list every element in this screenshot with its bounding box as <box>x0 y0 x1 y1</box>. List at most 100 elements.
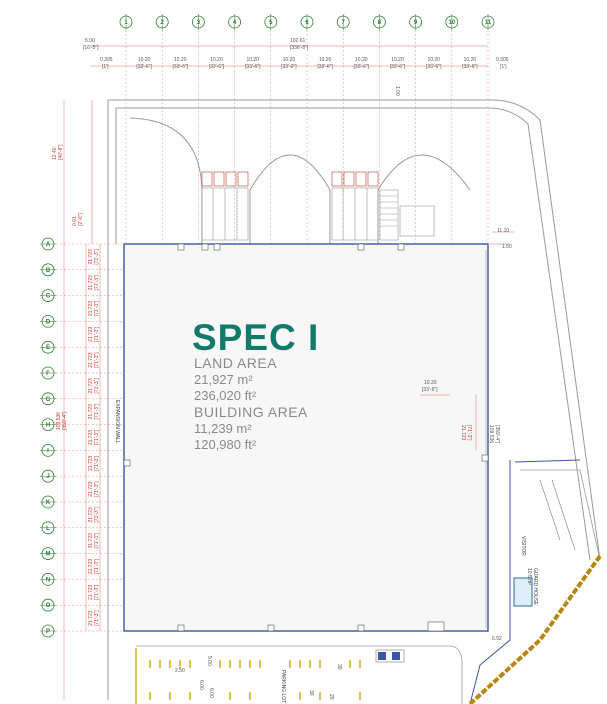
column-label: 5 <box>269 20 273 26</box>
inner-bay: 10.20 <box>424 380 437 386</box>
row-label: H <box>46 423 50 429</box>
side-bay-dim-ft: [71'-3"] <box>94 558 100 574</box>
bay-dim-ft: [33'-6"] <box>245 64 261 70</box>
bay-dim-ft: [33'-6"] <box>317 64 333 70</box>
row-label: F <box>46 371 50 377</box>
row-label: N <box>46 577 50 583</box>
row-bubble-A: A <box>40 237 56 251</box>
column-bubble-10: 10 <box>445 14 459 30</box>
bay-dim: 10.20 <box>391 57 404 63</box>
row-bubble-K: K <box>40 495 56 509</box>
land-area-m2: 21,927 m² <box>194 372 253 387</box>
overall-dim-ft: [336'-8"] <box>290 45 309 51</box>
row-bubble-J: J <box>40 469 56 483</box>
column-bubble-6: 6 <box>300 14 314 30</box>
bay-dimensions: 10.20[33'-6"]10.20[33'-6"]10.20[33'-6"]1… <box>136 57 478 70</box>
side-bay-dim: 21.723 <box>88 378 94 394</box>
row-bubble-N: N <box>40 573 56 586</box>
expansion-wall-label: EXPANSION WALL <box>114 400 120 444</box>
bay-dim: 10.20 <box>210 57 223 63</box>
bay-dim-ft: [33'-6"] <box>281 64 297 70</box>
row-bubble-M: M <box>40 547 56 560</box>
row-bubble-C: C <box>40 289 56 303</box>
row-grid-lines <box>56 243 124 632</box>
parking-dim-3: 6.00 <box>198 680 204 690</box>
column-label: 2 <box>161 20 165 26</box>
guard-house-area: 10.5 m² <box>526 568 532 585</box>
right-dimensions: 1.00 11.10 1.50 6.92 <box>394 86 512 642</box>
guard-house-label: GUARD HOUSE <box>532 568 538 606</box>
bay-dim: 10.20 <box>138 57 151 63</box>
side-bay-dim: 21.723 <box>88 584 94 600</box>
dimension-lines <box>63 45 515 700</box>
building-outline <box>123 243 489 632</box>
bay-dim-ft: [33'-6"] <box>426 64 442 70</box>
side-bay-dim: 21.723 <box>88 404 94 420</box>
column-bubble-3: 3 <box>191 14 205 30</box>
bay-dim: 10.20 <box>283 57 296 63</box>
column-label: 1 <box>124 20 128 26</box>
parking-dim-2: 5.00 <box>206 656 212 666</box>
side-bay-dim-ft: [71'-3"] <box>94 326 100 342</box>
side-bay-dim-ft: [71'-3"] <box>94 481 100 497</box>
dim-4: 6.92 <box>492 636 502 642</box>
column-label: 10 <box>448 20 455 26</box>
row-label: E <box>46 345 50 351</box>
dim-3: 1.50 <box>502 244 512 250</box>
guard-area <box>469 459 581 704</box>
bay-dim-ft: [33'-6"] <box>209 64 225 70</box>
top-dimensions: 102.61 [336'-8"] 5.00 [16'-5"] 0.305 [1'… <box>83 38 509 70</box>
visitor-label: VISITOR <box>520 536 526 556</box>
edge-dim-right-ft: [1'] <box>500 64 507 70</box>
bay-dim-ft: [33'-6"] <box>354 64 370 70</box>
column-bubble-9: 9 <box>409 14 423 30</box>
column-label: 3 <box>197 20 201 26</box>
row-label: J <box>46 474 49 480</box>
row-bubble-B: B <box>40 263 56 277</box>
side-bay-dim: 21.723 <box>88 559 94 575</box>
side-bay-dim-ft: [71'-3"] <box>94 274 100 290</box>
side-bay-dim-ft: [71'-3"] <box>94 429 100 445</box>
truck-parking <box>201 187 435 241</box>
row-bubble-O: O <box>40 598 56 612</box>
truck-court <box>129 117 471 244</box>
column-label: 7 <box>342 20 346 26</box>
inner-bay-ft: [33'-6"] <box>422 387 438 393</box>
parking-count-2: 20 <box>328 694 334 700</box>
row-label: L <box>46 526 50 532</box>
guard-road <box>520 469 601 561</box>
side-bay-dim-ft: [71'-3"] <box>94 532 100 548</box>
stall-count: 30 <box>308 690 314 696</box>
row-label: O <box>46 603 51 609</box>
overall-left-dim: 109.536 <box>56 412 62 430</box>
bay-dim: 10.20 <box>464 57 477 63</box>
top-left-dim-ft: [40'-8"] <box>58 144 64 160</box>
edge-dim-right: 0.305 <box>496 57 509 63</box>
column-label: 9 <box>414 20 418 26</box>
row-bubble-I: I <box>40 443 56 457</box>
column-label: 6 <box>305 20 309 26</box>
parking-count: 30 <box>336 664 342 670</box>
inner-depth-ft: [71'-3"] <box>466 425 472 441</box>
row-bubble-P: P <box>40 624 56 638</box>
dim-2: 11.10 <box>497 228 509 234</box>
inner-dimensions: 10.20 [33'-6"] 21.723 [71'-3"] 109.536 [… <box>422 380 500 444</box>
left-dimensions: 12.40 [40'-8"] 0.61 [2'-0"] 109.536 [359… <box>52 144 84 430</box>
side-bay-dim-ft: [71'-3"] <box>94 249 100 265</box>
building-area-ft2: 120,980 ft² <box>194 437 257 452</box>
parking-dim-1: 2.50 <box>175 668 185 674</box>
row-bubble-F: F <box>40 366 56 380</box>
bay-dim-ft: [33'-6"] <box>390 64 406 70</box>
side-bay-dim: 21.723 <box>88 301 94 317</box>
side-bay-dim: 21.723 <box>88 249 94 265</box>
left-dim-ft: [16'-5"] <box>83 45 99 51</box>
column-bubble-8: 8 <box>372 14 386 30</box>
row-bubble-E: E <box>40 340 56 354</box>
side-bay-dim-ft: [71'-3"] <box>94 584 100 600</box>
spec-title: SPEC I <box>192 317 319 358</box>
bay-dim: 10.20 <box>174 57 187 63</box>
row-bubble-L: L <box>40 521 56 535</box>
dock-stalls <box>201 171 379 187</box>
